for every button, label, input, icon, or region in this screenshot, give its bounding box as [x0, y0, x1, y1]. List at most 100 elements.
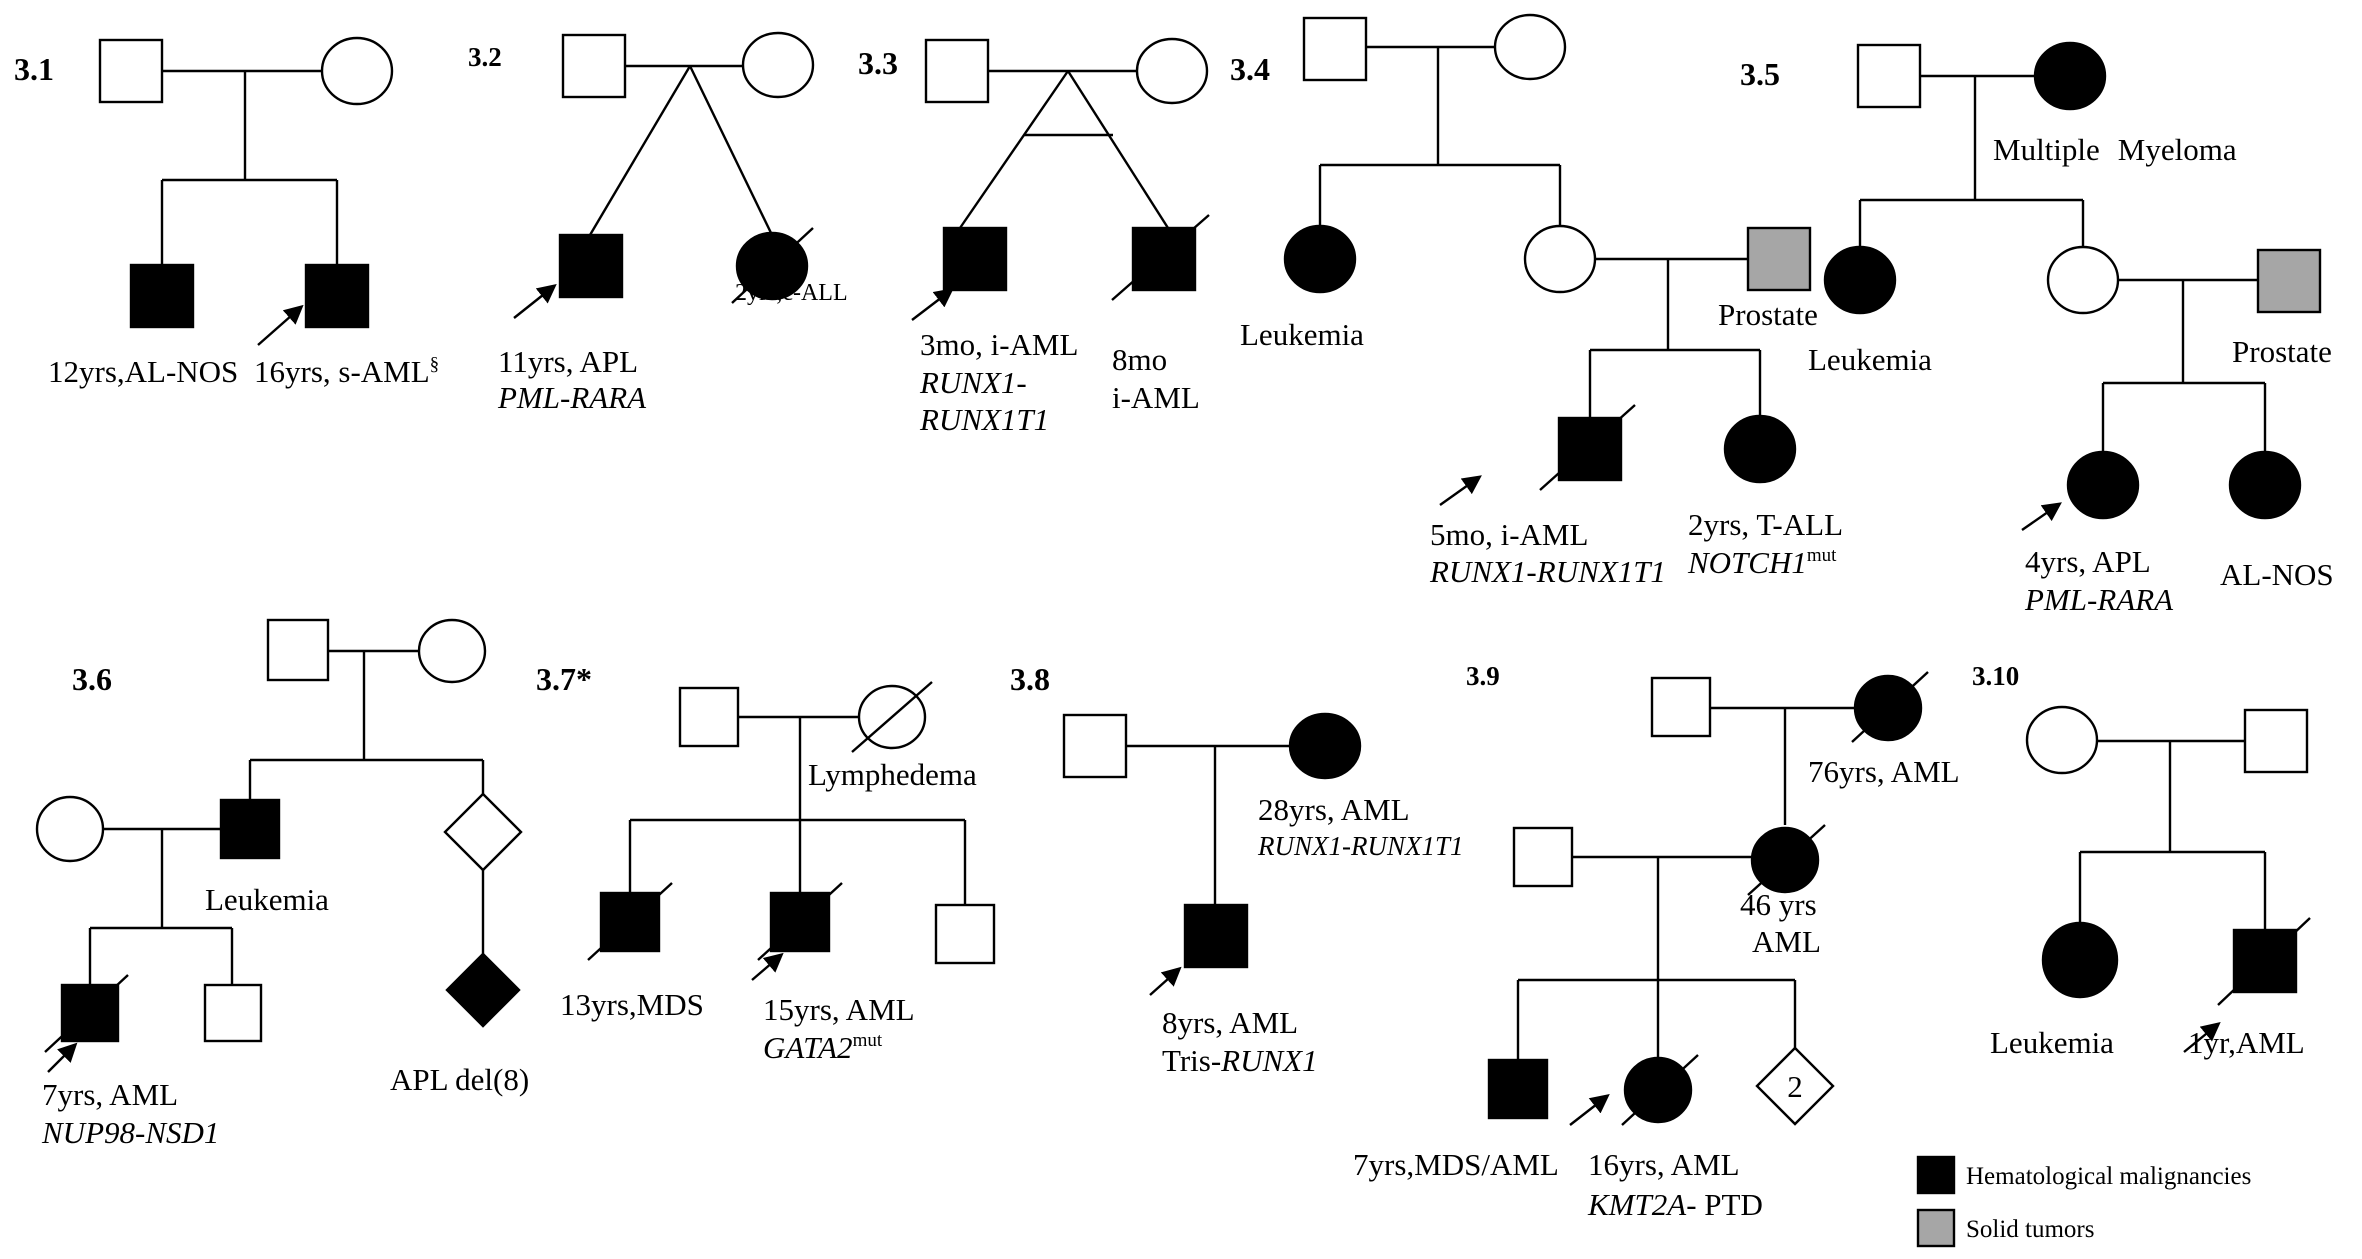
proband-gene: Tris-RUNX1 [1162, 1043, 1318, 1078]
father-square [924, 38, 990, 104]
sibling-diamond [443, 792, 523, 872]
sister-circle [2041, 921, 2119, 999]
pedigree-id: 3.9 [1466, 661, 1500, 691]
mother-gene: RUNX1-RUNX1T1 [1257, 831, 1464, 861]
mother-circle [35, 795, 105, 863]
proband-arrow [1439, 475, 1482, 506]
legend-swatch-solid [1916, 1208, 1956, 1248]
aunt-circle [1823, 245, 1897, 315]
deceased-slash [1747, 824, 1826, 896]
proband-label: 8yrs, AML [1162, 1005, 1298, 1040]
affected-son-square [129, 263, 195, 329]
mother-circle-affected [1288, 712, 1362, 780]
sister-label: Leukemia [1990, 1025, 2114, 1060]
legend: Hematological malignancies Solid tumors [1916, 1155, 2251, 1248]
pedigree-3-3: 3.3 3mo, i-AML RUNX1- RUNX1T1 8mo i-AML [858, 37, 1210, 437]
pedigree-id: 3.6 [72, 661, 112, 697]
sister-label: AL-NOS [2220, 557, 2334, 592]
proband-gene-2: RUNX1T1 [919, 402, 1049, 437]
sister-label: 2yrs, T-ALL [1688, 507, 1843, 542]
proband-gene-1: RUNX1- [919, 365, 1027, 400]
proband-label: 4yrs, APL [2025, 544, 2151, 579]
pedigree-id: 3.3 [858, 45, 898, 81]
proband-arrow [2183, 1021, 2221, 1053]
father-square [2243, 708, 2309, 774]
pedigree-id: 3.2 [468, 42, 502, 72]
deceased-slash [1621, 1054, 1699, 1126]
father-square [1512, 826, 1574, 888]
legend-label-hematological: Hematological malignancies [1966, 1163, 2251, 1190]
father-square-solid-tumor [2256, 248, 2322, 314]
pedigree-id: 3.5 [1740, 56, 1780, 92]
proband-arrow [1149, 966, 1182, 996]
pedigree-3-6: 3.6 Leukemia 7yrs, AML NUP98-NSD1 APL de… [35, 618, 529, 1150]
proband-arrow [751, 952, 784, 981]
twin-label-1: 8mo [1112, 342, 1167, 377]
father-square-solid-tumor [1746, 226, 1812, 292]
pedigree-3-8: 3.8 28yrs, AML RUNX1-RUNX1T1 8yrs, AML T… [1010, 661, 1464, 1078]
proband-label: 15yrs, AML [763, 992, 915, 1027]
mother-circle [2025, 705, 2099, 775]
father-label: Prostate [2232, 334, 2332, 369]
diamond-label: APL del(8) [390, 1062, 529, 1097]
aunt-label: Leukemia [1808, 342, 1932, 377]
pedigree-3-4: 3.4 Leukemia Prostate 5mo, i-AML RUNX1-R… [1230, 13, 1843, 589]
grandmother-circle [417, 618, 487, 684]
proband-gene: PML-RARA [2024, 582, 2174, 617]
pedigree-id: 3.4 [1230, 51, 1270, 87]
mother-circle [741, 31, 815, 99]
deceased-slash [731, 227, 814, 304]
legend-label-solid: Solid tumors [1966, 1216, 2095, 1243]
mother-label-1: 46 yrs [1740, 887, 1817, 922]
deceased-slash [851, 681, 933, 753]
pedigree-id: 3.8 [1010, 661, 1050, 697]
proband-gene: KMT2A- PTD [1587, 1187, 1763, 1222]
grandfather-square [266, 618, 330, 682]
uncle-label: Leukemia [205, 882, 329, 917]
twin-line [1066, 70, 1170, 229]
deceased-slash [587, 882, 673, 961]
grandfather-square [678, 686, 740, 748]
grandmother-label: 76yrs, AML [1808, 754, 1960, 789]
proband-circle [2066, 450, 2140, 520]
brother-label: 13yrs,MDS [560, 987, 704, 1022]
uncle-square [219, 798, 281, 860]
proband-label: 16yrs, s-AML§ [254, 354, 439, 389]
twin-line [688, 65, 774, 236]
father-square [561, 33, 627, 99]
father-label: Prostate [1718, 297, 1818, 332]
grandfather-square [1856, 43, 1922, 109]
proband-arrow [1569, 1094, 1610, 1126]
proband-label: 3mo, i-AML [920, 327, 1078, 362]
proband-label: 1yr,AML [2188, 1025, 2305, 1060]
pedigree-id: 3.10 [1972, 661, 2019, 691]
proband-arrow [513, 284, 557, 319]
grandmother-label: Lymphedema [808, 757, 977, 792]
deceased-twin-square [1131, 226, 1197, 292]
twin-label-2: i-AML [1112, 380, 1200, 415]
mother-label: 28yrs, AML [1258, 792, 1410, 827]
pedigree-id: 3.7* [536, 661, 592, 697]
twin-line [959, 70, 1069, 229]
pedigree-id: 3.1 [14, 51, 54, 87]
father-square [98, 38, 164, 104]
deceased-slash [44, 974, 129, 1053]
proband-label: 16yrs, AML [1588, 1147, 1740, 1182]
brother-square [203, 983, 263, 1043]
mother-circle [320, 36, 394, 106]
father-square [1062, 713, 1128, 779]
brother-square-unaffected [934, 903, 996, 965]
sister-circle [1723, 414, 1797, 484]
proband-gene: NUP98-NSD1 [41, 1115, 219, 1150]
affected-diamond [445, 952, 521, 1028]
proband-label: 11yrs, APL [498, 344, 638, 379]
grandfather-square [1302, 16, 1368, 82]
brother-square [1487, 1058, 1549, 1120]
aunt-circle [1283, 224, 1357, 294]
pedigree-3-9: 3.9 76yrs, AML 46 yrs AML 2 7yrs,MDS/AML… [1353, 661, 1960, 1222]
grandmother-circle [1493, 13, 1567, 81]
deceased-slash [1539, 404, 1636, 491]
